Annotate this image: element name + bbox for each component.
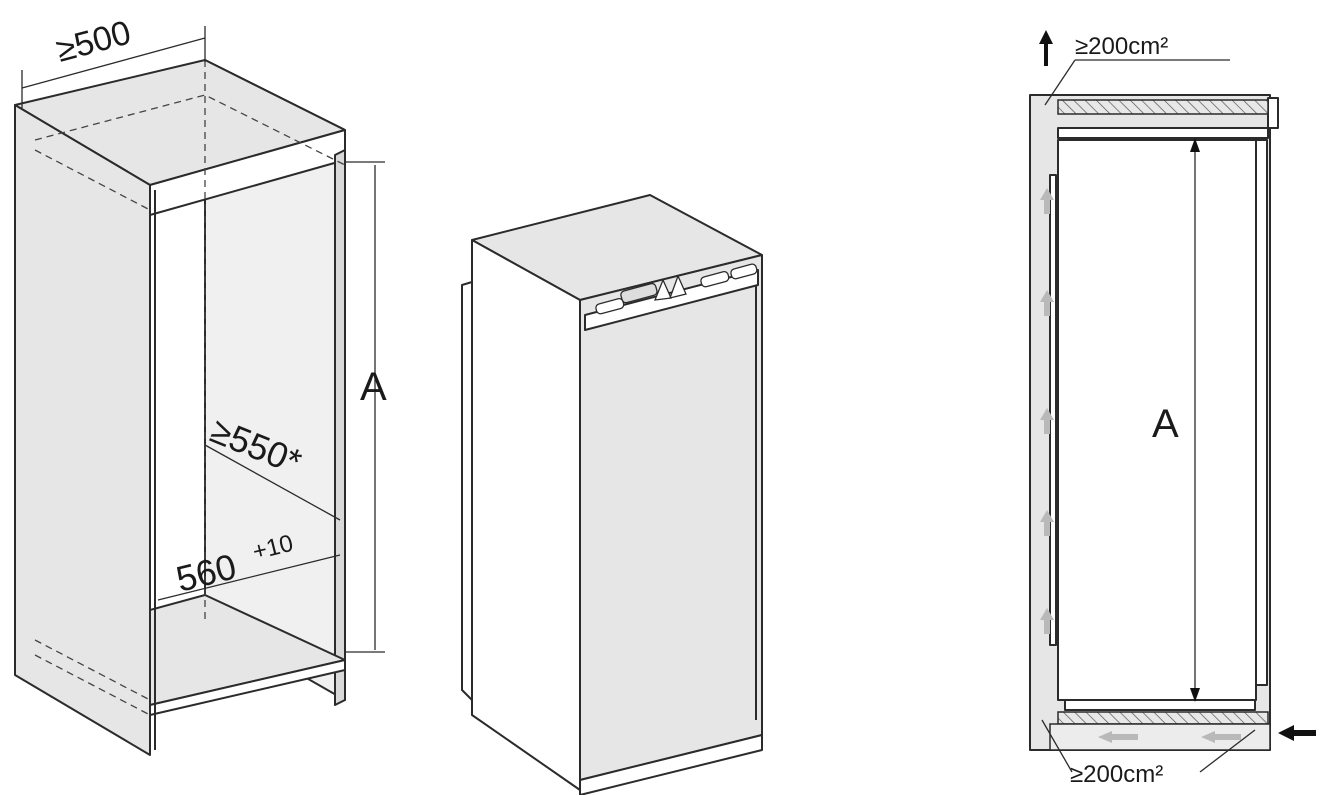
section-height-label: A bbox=[1152, 402, 1179, 446]
appliance-illustration bbox=[461, 194, 763, 795]
depth-dimension-line bbox=[204, 444, 341, 521]
width-dimension-line bbox=[21, 37, 206, 89]
section-top-board bbox=[1057, 99, 1269, 115]
height-label: A bbox=[360, 365, 387, 409]
appliance-plinth bbox=[579, 734, 763, 795]
width-label: ≥500 bbox=[52, 14, 135, 70]
air-flow-arrows bbox=[1040, 188, 1241, 743]
niche-right-wall bbox=[334, 149, 346, 706]
niche-cabinet: ≥500 A ≥550* 560 +10 bbox=[14, 14, 387, 756]
section-view: A ≥200cm² ≥200cm² bbox=[1029, 30, 1316, 788]
intake-arrow-icon bbox=[1278, 725, 1316, 741]
section-bottom-board bbox=[1057, 711, 1269, 725]
appliance-side bbox=[471, 239, 581, 791]
appliance-door bbox=[579, 254, 763, 781]
section-appliance bbox=[1057, 139, 1257, 701]
niche-left-wall bbox=[14, 104, 151, 756]
vent-bottom-label: ≥200cm² bbox=[1070, 761, 1163, 788]
vent-top-label: ≥200cm² bbox=[1075, 33, 1168, 60]
opening-dimension-line bbox=[157, 554, 341, 601]
exhaust-arrow-icon bbox=[1039, 30, 1053, 66]
